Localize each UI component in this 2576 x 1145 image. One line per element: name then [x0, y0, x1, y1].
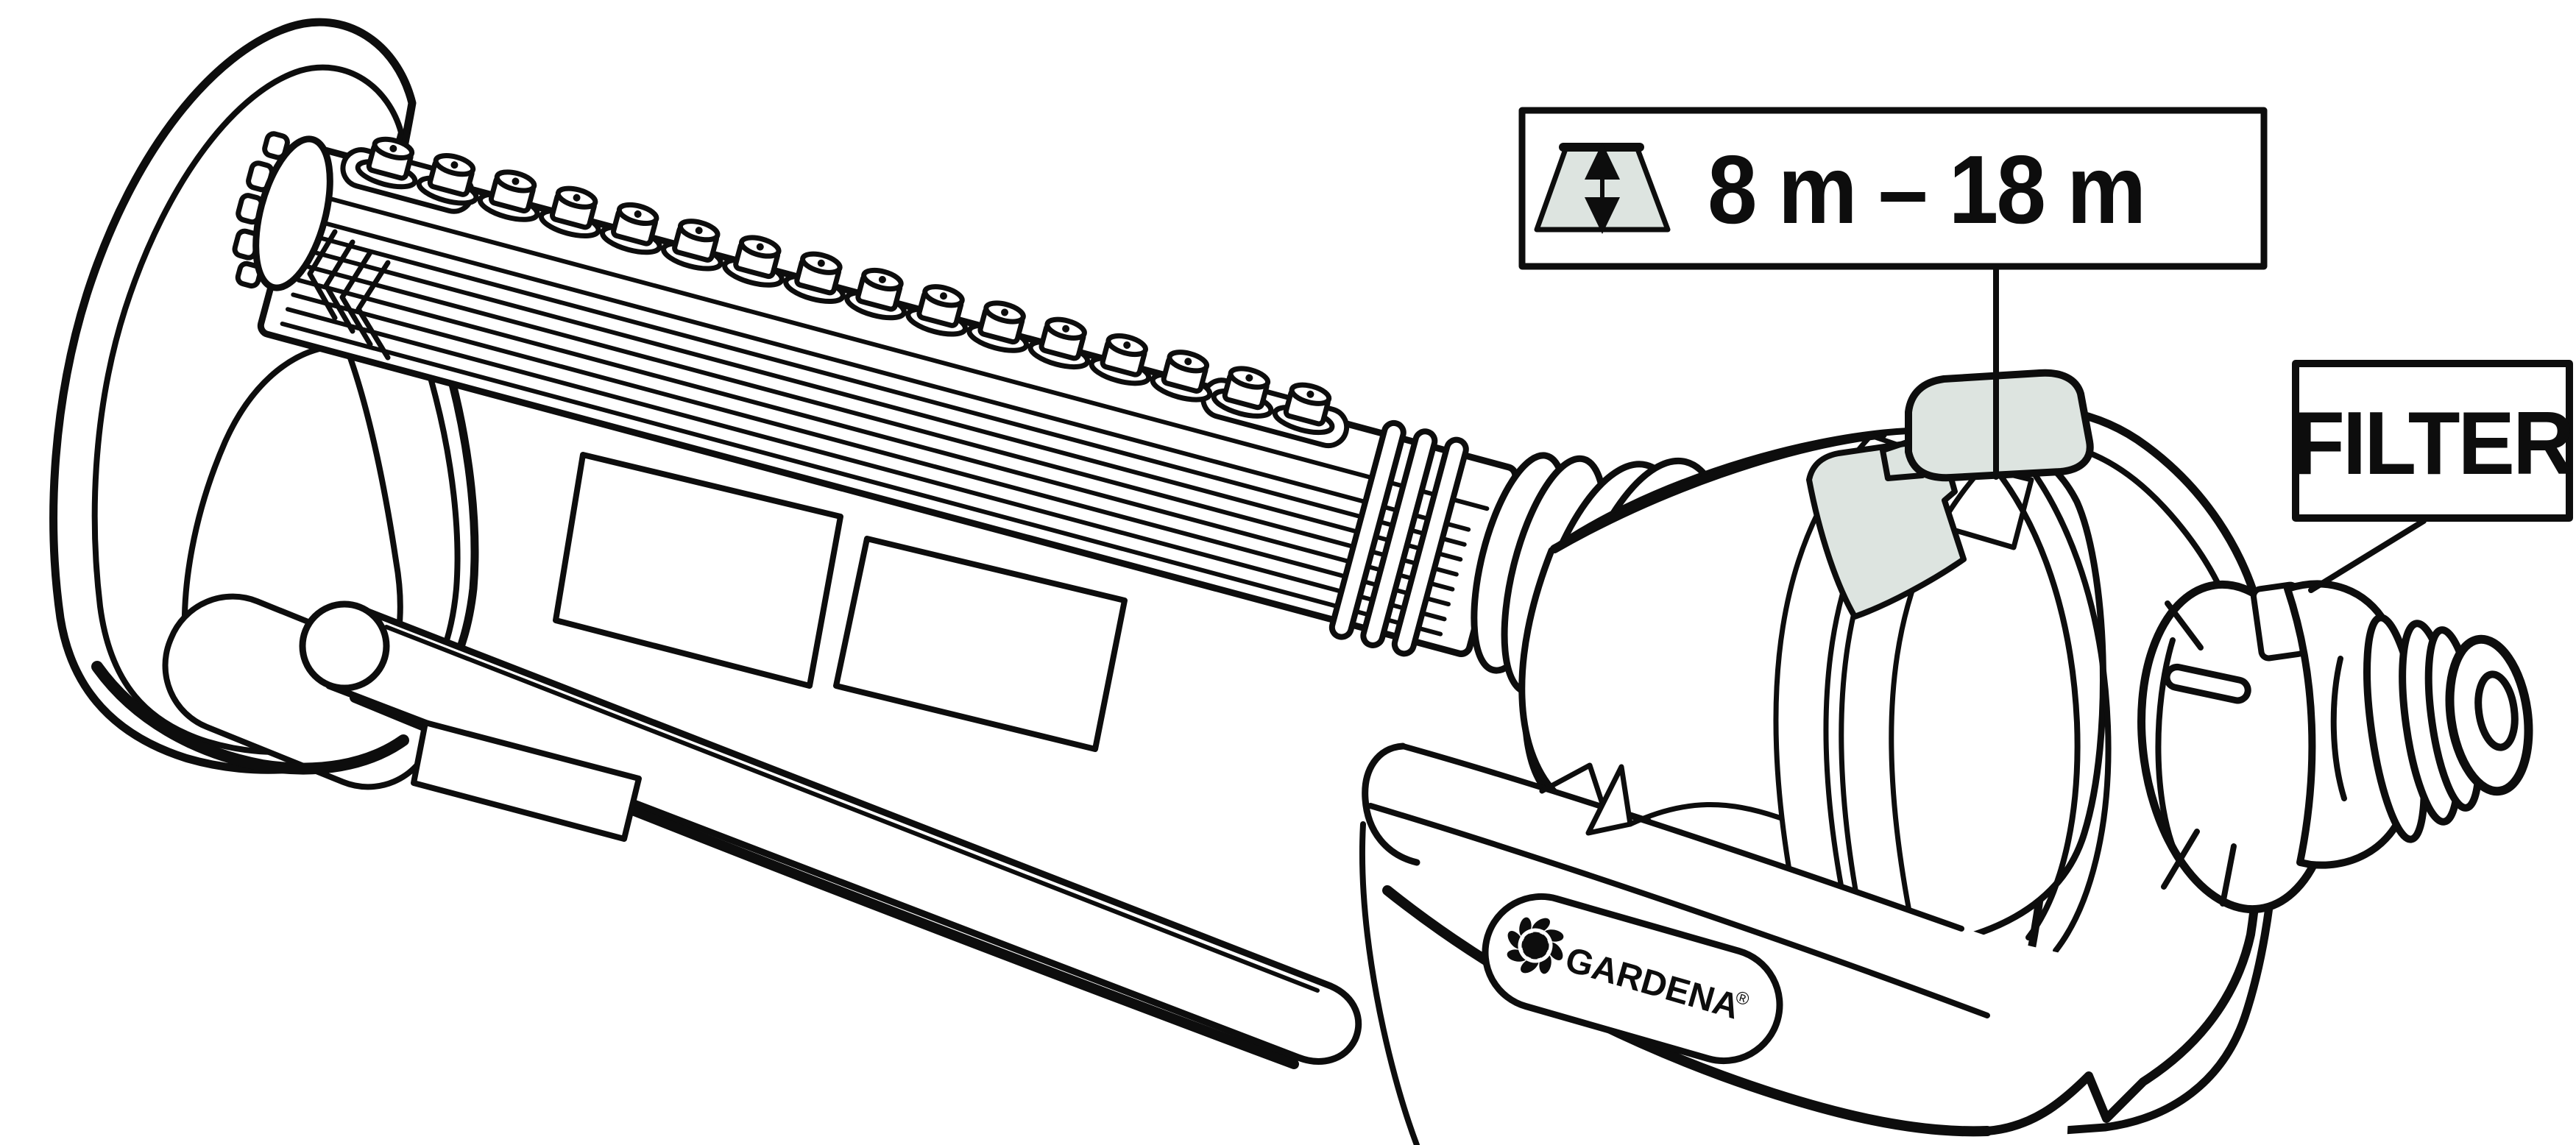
nozzle-orifice — [512, 177, 520, 185]
nozzle-orifice — [756, 243, 764, 251]
nozzle — [905, 284, 968, 337]
nozzle — [1211, 366, 1274, 419]
filter-leader-line — [2308, 518, 2427, 593]
nozzle-orifice — [695, 227, 703, 235]
nozzle-orifice — [1245, 374, 1253, 382]
tube-end-rib — [1360, 428, 1438, 648]
nozzle — [1027, 316, 1091, 370]
nozzle-orifice — [1123, 341, 1131, 350]
nozzle — [600, 202, 662, 255]
tube-ridges — [280, 219, 1471, 637]
nozzle-row — [355, 136, 1335, 436]
nozzle-orifice — [389, 144, 397, 152]
filter-label: FILTER — [2293, 393, 2573, 493]
nozzle — [1089, 333, 1152, 386]
nozzle — [844, 267, 907, 321]
base-front: GARDENA ® — [1359, 695, 2265, 1145]
arrow-down-head — [1585, 197, 1620, 234]
filter-callout: FILTER — [2292, 360, 2575, 593]
range-label: 8 m – 18 m — [1708, 135, 2144, 244]
nozzle — [661, 219, 723, 272]
fold-arrow-mark — [1585, 764, 1784, 836]
nozzle — [416, 153, 479, 206]
nozzle — [355, 136, 418, 190]
arrow-up-head — [1585, 143, 1620, 180]
base-nose — [1362, 742, 1420, 866]
nozzle-orifice — [573, 194, 581, 202]
filter-callout-box — [2292, 360, 2573, 522]
tube-end-rib — [1328, 419, 1406, 640]
nozzle-orifice — [1062, 325, 1070, 333]
nozzle-orifice — [1306, 390, 1314, 398]
nozzle-orifice — [817, 259, 825, 267]
nozzle — [966, 300, 1030, 353]
base-ground-edge — [1382, 885, 1992, 1137]
spray-width-trapezoid-arrow-icon — [1534, 143, 1671, 234]
nozzle-orifice — [450, 161, 459, 169]
tube-end-rib — [1391, 436, 1469, 657]
nozzle — [1272, 382, 1335, 436]
adjuster-clip — [1806, 436, 1967, 620]
oscillation-rod — [299, 600, 1362, 1069]
tube-gear-end-cap — [232, 131, 333, 291]
connector-pin — [2163, 663, 2251, 704]
nozzle-orifice — [939, 292, 947, 300]
rod-pivot-cap — [299, 600, 390, 692]
nozzle-orifice — [1184, 358, 1192, 366]
nozzle — [1150, 350, 1213, 403]
nozzle — [722, 235, 785, 288]
nozzle — [477, 169, 540, 222]
tube-chevron-ridges — [307, 229, 391, 361]
nozzle-orifice — [1001, 308, 1009, 316]
nozzle-orifice — [634, 210, 642, 218]
gardena-flower-logo — [1507, 917, 1564, 974]
connector-bore — [2474, 670, 2519, 751]
nozzle-orifice — [878, 275, 886, 283]
tube-support-blocks — [411, 452, 1128, 842]
hose-connector — [2137, 580, 2533, 914]
adjuster-tab — [1905, 369, 2094, 482]
nozzle — [538, 185, 601, 238]
range-callout: 8 m – 18 m — [1518, 107, 2268, 480]
foot-ground-edge — [91, 661, 409, 775]
nozzle — [783, 251, 846, 305]
